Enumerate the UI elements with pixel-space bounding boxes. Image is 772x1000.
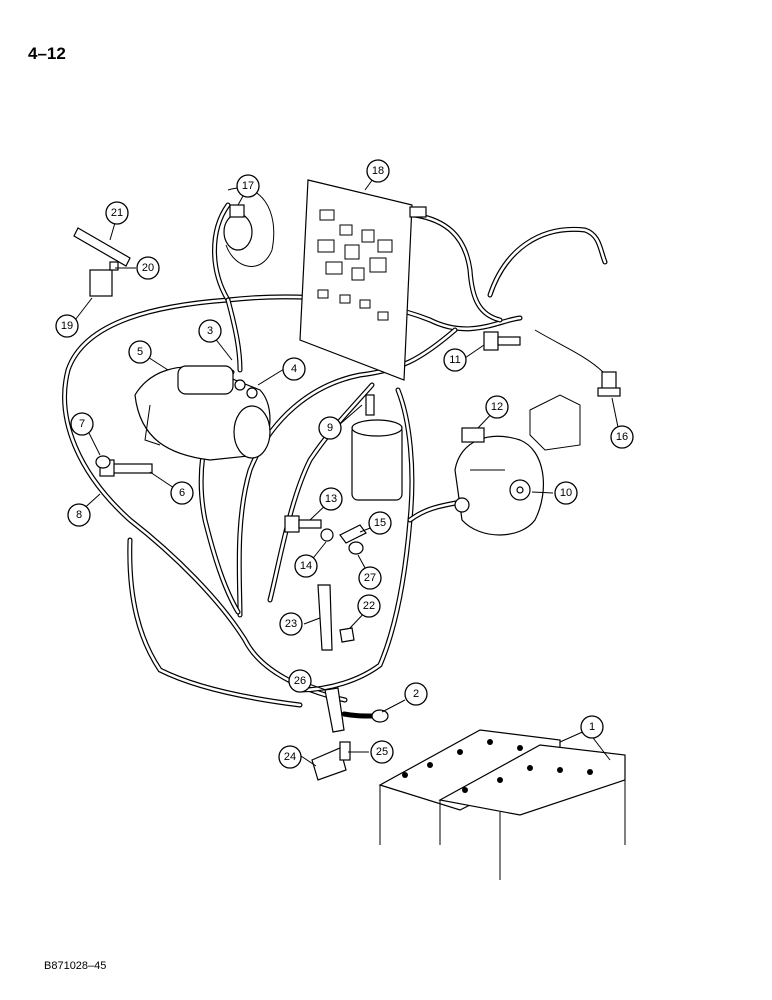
svg-text:13: 13 xyxy=(325,493,337,505)
callout-22: 22 xyxy=(357,594,381,618)
callout-27: 27 xyxy=(358,566,382,590)
callout-14: 14 xyxy=(294,554,318,578)
battery-bracket xyxy=(311,741,351,781)
callout-21: 21 xyxy=(105,201,129,225)
svg-text:10: 10 xyxy=(560,487,572,499)
starter-motor xyxy=(134,365,271,461)
callout-13: 13 xyxy=(319,487,343,511)
svg-text:27: 27 xyxy=(364,572,376,584)
callout-8: 8 xyxy=(67,503,91,527)
svg-text:6: 6 xyxy=(179,487,185,499)
callout-12: 12 xyxy=(485,395,509,419)
callout-20: 20 xyxy=(136,256,160,280)
svg-text:19: 19 xyxy=(61,320,73,332)
spacer-bracket xyxy=(461,394,581,451)
svg-text:4: 4 xyxy=(291,363,297,375)
svg-text:7: 7 xyxy=(79,418,85,430)
batteries xyxy=(378,729,626,880)
svg-text:23: 23 xyxy=(285,618,297,630)
relay-part xyxy=(223,187,275,267)
cable-tie xyxy=(317,584,355,651)
callout-15: 15 xyxy=(368,511,392,535)
callout-23: 23 xyxy=(279,612,303,636)
callout-3: 3 xyxy=(198,319,222,343)
callout-26: 26 xyxy=(288,669,312,693)
control-board xyxy=(299,179,427,381)
callout-10: 10 xyxy=(554,481,578,505)
svg-text:17: 17 xyxy=(242,180,254,192)
callout-25: 25 xyxy=(370,740,394,764)
mount-bolt xyxy=(483,331,521,351)
svg-text:16: 16 xyxy=(616,431,628,443)
callout-24: 24 xyxy=(278,745,302,769)
svg-text:12: 12 xyxy=(491,401,503,413)
capacitor xyxy=(351,394,403,501)
svg-text:3: 3 xyxy=(207,325,213,337)
svg-text:9: 9 xyxy=(327,422,333,434)
callout-6: 6 xyxy=(170,481,194,505)
callout-11: 11 xyxy=(443,348,467,372)
alternator xyxy=(454,435,545,536)
bolt-washer xyxy=(95,455,153,477)
callout-7: 7 xyxy=(70,412,94,436)
terminal-hardware xyxy=(284,515,367,555)
svg-text:25: 25 xyxy=(376,746,388,758)
pressure-switch xyxy=(534,329,621,397)
callout-19: 19 xyxy=(55,314,79,338)
svg-text:14: 14 xyxy=(300,560,312,572)
svg-text:21: 21 xyxy=(111,207,123,219)
page-number: 4–12 xyxy=(28,44,66,63)
svg-text:22: 22 xyxy=(363,600,375,612)
callout-18: 18 xyxy=(366,159,390,183)
svg-text:2: 2 xyxy=(413,688,419,700)
svg-text:18: 18 xyxy=(372,165,384,177)
svg-text:20: 20 xyxy=(142,262,154,274)
battery-lead xyxy=(324,687,389,733)
callout-4: 4 xyxy=(282,357,306,381)
figure-code: B871028–45 xyxy=(44,960,107,972)
svg-text:15: 15 xyxy=(374,517,386,529)
callout-17: 17 xyxy=(236,174,260,198)
svg-text:11: 11 xyxy=(449,354,460,366)
callout-1: 1 xyxy=(580,715,604,739)
callout-9: 9 xyxy=(318,416,342,440)
callout-5: 5 xyxy=(128,340,152,364)
svg-text:24: 24 xyxy=(284,751,296,763)
svg-text:8: 8 xyxy=(76,509,82,521)
callout-16: 16 xyxy=(610,425,634,449)
strap-clip xyxy=(73,227,131,297)
svg-text:5: 5 xyxy=(137,346,143,358)
svg-text:26: 26 xyxy=(294,675,306,687)
svg-text:1: 1 xyxy=(589,721,595,733)
callout-2: 2 xyxy=(404,682,428,706)
